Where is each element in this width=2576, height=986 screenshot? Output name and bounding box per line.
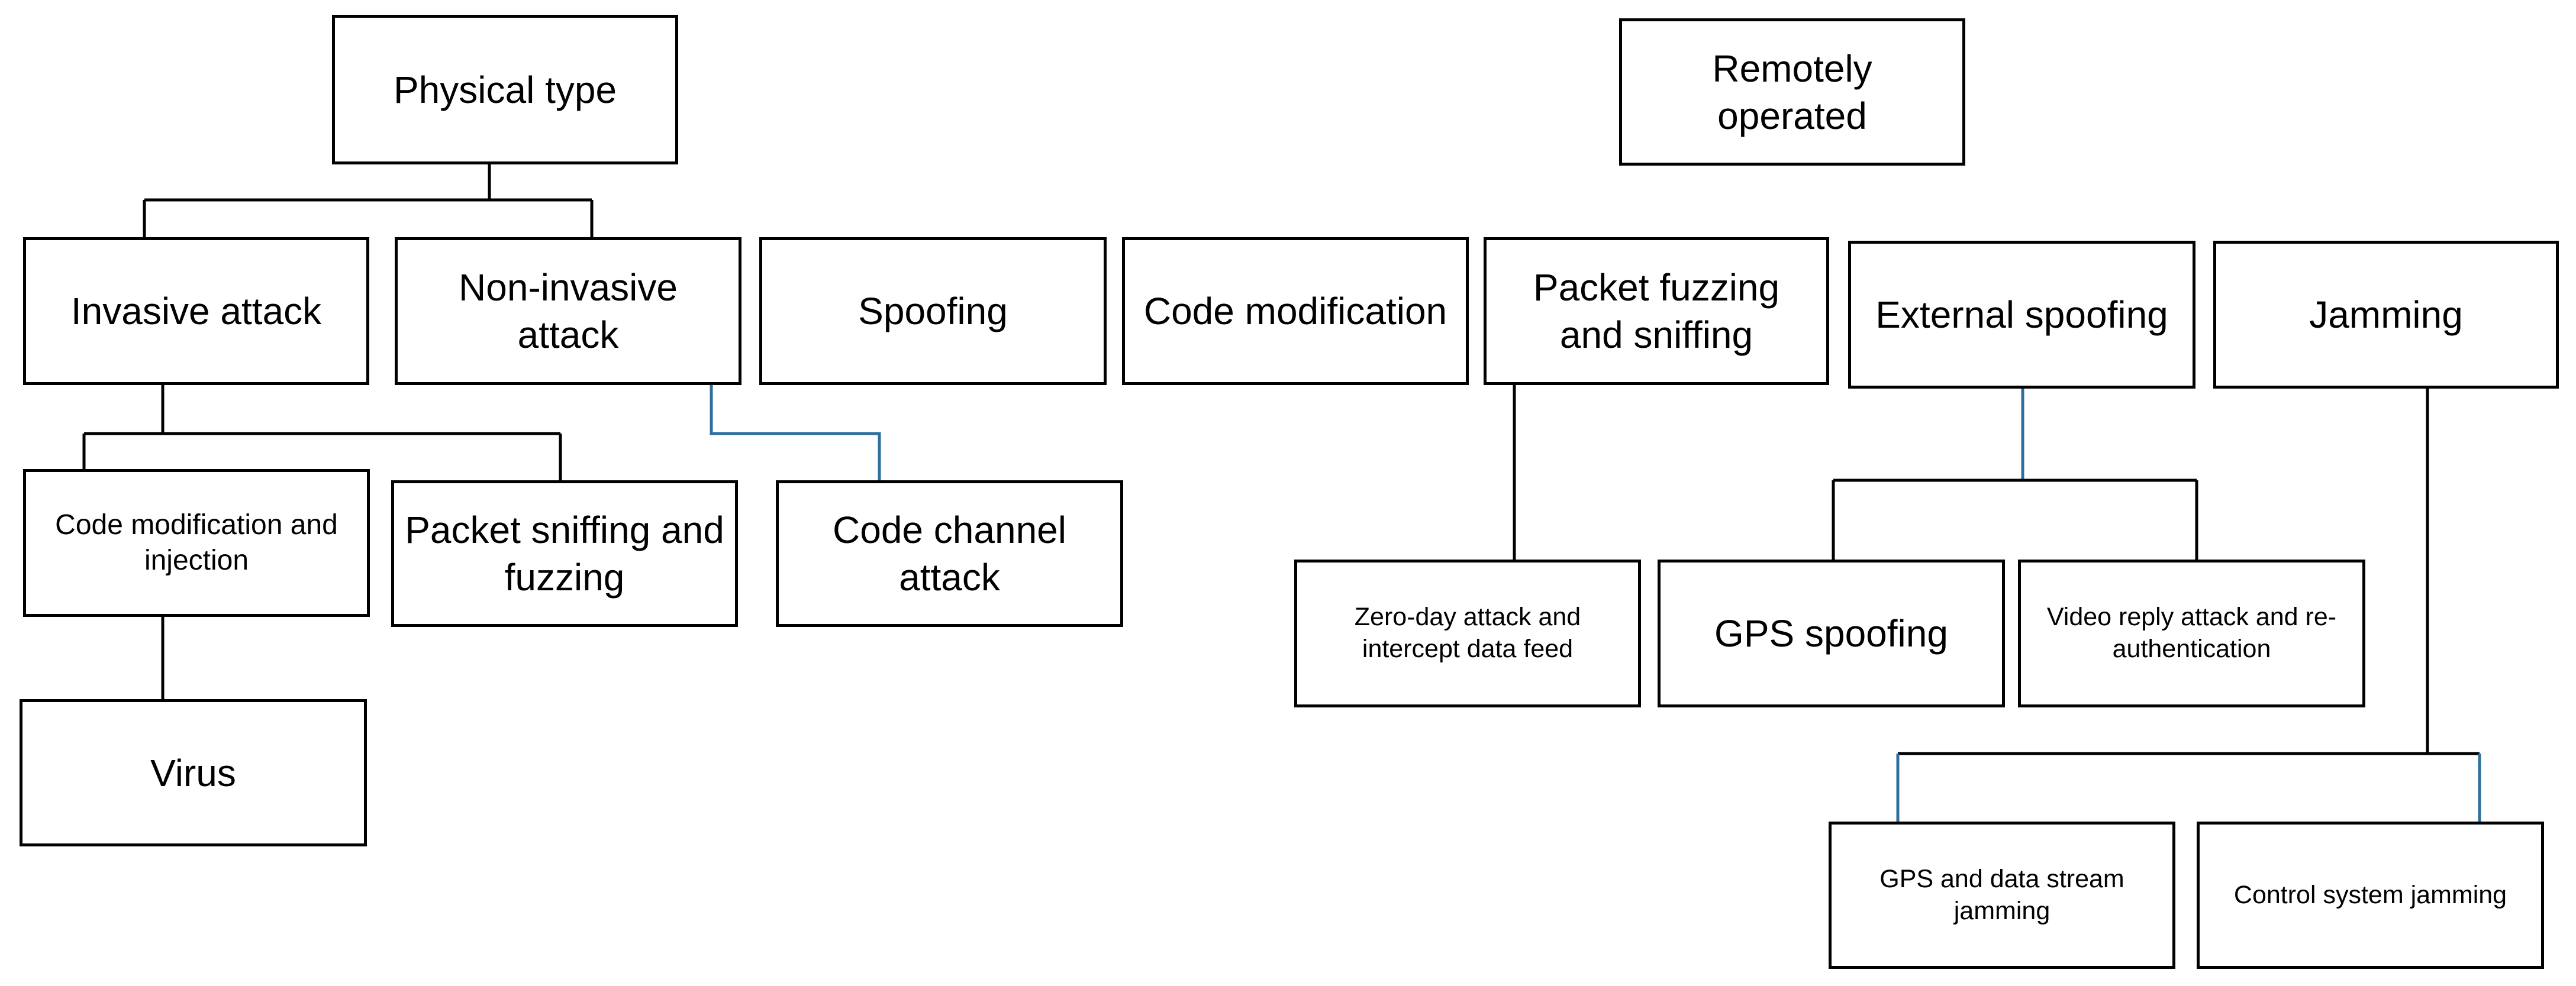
node-control-system-jamming-label: Control system jamming [2233, 880, 2507, 909]
node-code-modification-injection: Code modification and injection [23, 469, 370, 617]
node-packet-fuzzing-sniffing-label: Packet fuzzing and sniffing [1533, 266, 1780, 356]
node-spoofing: Spoofing [759, 237, 1107, 385]
node-code-channel-attack: Code channel attack [776, 480, 1123, 627]
node-virus-label: Virus [150, 751, 236, 794]
connector-noninvasive-to-codechannel [710, 385, 881, 480]
node-external-spoofing-label: External spoofing [1875, 293, 2168, 336]
node-remotely-operated-label: Remotely operated [1712, 47, 1872, 137]
node-gps-data-stream-jamming-label: GPS and data stream jamming [1879, 864, 2124, 925]
node-control-system-jamming: Control system jamming [2197, 822, 2544, 969]
node-invasive-attack-label: Invasive attack [70, 290, 322, 332]
connector-external-to-children [1832, 479, 2198, 560]
node-packet-fuzzing-sniffing: Packet fuzzing and sniffing [1484, 237, 1829, 385]
node-virus: Virus [20, 699, 367, 846]
node-jamming: Jamming [2213, 241, 2559, 389]
node-gps-data-stream-jamming: GPS and data stream jamming [1829, 822, 2175, 969]
node-zero-day-attack-label: Zero-day attack and intercept data feed [1354, 603, 1581, 663]
node-gps-spoofing-label: GPS spoofing [1714, 612, 1948, 655]
node-zero-day-attack: Zero-day attack and intercept data feed [1294, 560, 1641, 707]
node-physical-type: Physical type [332, 15, 678, 164]
node-packet-sniffing-fuzzing-label: Packet sniffing and fuzzing [405, 509, 724, 599]
node-code-modification: Code modification [1122, 237, 1469, 385]
node-video-reply-attack-label: Video reply attack and re-authentication [2046, 603, 2337, 663]
connector-invasive-to-children [82, 385, 562, 480]
node-jamming-label: Jamming [2309, 293, 2463, 336]
node-video-reply-attack: Video reply attack and re-authentication [2018, 560, 2365, 707]
node-gps-spoofing: GPS spoofing [1658, 560, 2005, 707]
node-code-channel-attack-label: Code channel attack [833, 509, 1066, 599]
connector-jamming-to-children [1896, 754, 2481, 822]
node-non-invasive-attack: Non-invasive attack [395, 237, 741, 385]
connector-physical-to-subtypes [143, 164, 594, 237]
node-spoofing-label: Spoofing [858, 290, 1008, 332]
node-invasive-attack: Invasive attack [23, 237, 369, 385]
node-packet-sniffing-fuzzing: Packet sniffing and fuzzing [391, 480, 738, 627]
node-code-modification-label: Code modification [1143, 290, 1447, 332]
node-physical-type-label: Physical type [393, 68, 617, 111]
node-external-spoofing: External spoofing [1848, 241, 2195, 389]
node-remotely-operated: Remotely operated [1619, 18, 1965, 166]
node-non-invasive-attack-label: Non-invasive attack [459, 266, 678, 356]
node-code-modification-injection-label: Code modification and injection [55, 509, 338, 576]
